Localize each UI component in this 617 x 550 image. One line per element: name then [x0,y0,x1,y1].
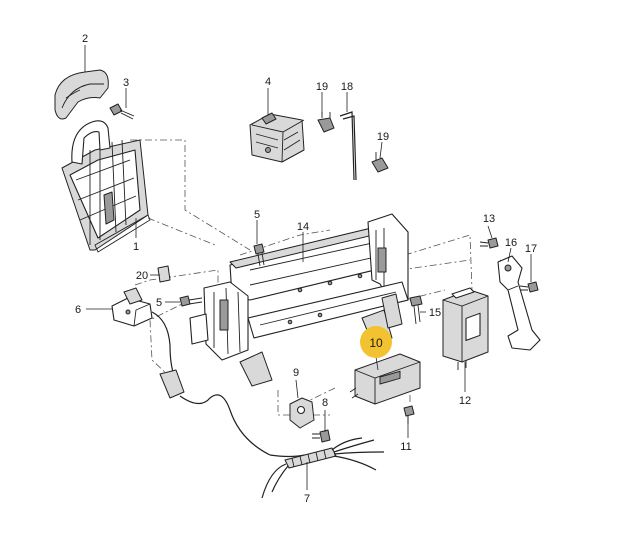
part-10-control-unit [349,353,421,405]
callout-19-lower: 19 [377,131,389,143]
part-9-bracket [289,397,315,429]
part-8-screw [312,429,331,443]
callout-13: 13 [483,213,495,225]
callout-6: 6 [75,304,81,316]
callout-1: 1 [133,241,139,253]
leader-lines [84,45,532,490]
part-18-rod [339,111,357,181]
part-5-bolt-upper [253,243,265,267]
part-16-bracket [497,255,541,351]
part-3-screw [109,103,135,120]
part-12-module [442,287,489,370]
callout-8: 8 [322,397,328,409]
callout-2: 2 [82,33,88,45]
callout-14: 15 [429,307,441,319]
part-19-clip-lower [371,152,389,173]
part-6-sensor [111,287,153,327]
part-15-frame [189,213,409,387]
part-5-bolt-lower [179,295,203,307]
part-13-screw [479,237,499,249]
callout-numbers: 2 3 1 4 19 18 19 5 14 20 5 6 9 8 7 10 11… [75,33,537,505]
callout-17: 17 [525,243,537,255]
callout-9: 9 [293,367,299,379]
part-14-bolt [409,295,423,325]
part-7-harness [261,437,385,499]
callout-19-upper: 19 [316,81,328,93]
part-11-screw [403,405,415,424]
part-6-cable [151,311,271,456]
part-19-clip-upper [317,112,335,133]
part-17-screw [519,281,539,293]
part-1-module [61,120,151,253]
callout-12: 12 [459,395,471,407]
part-20-clip [157,265,171,283]
callout-7: 7 [304,493,310,505]
callout-15: 14 [297,221,309,233]
callout-20: 20 [136,270,148,282]
callout-10-highlight [360,326,392,358]
callout-10: 10 [369,336,383,350]
callout-5-lower: 5 [156,297,162,309]
callout-16: 16 [505,237,517,249]
callout-18: 18 [341,81,353,93]
part-2-cover [54,69,109,120]
callout-5-upper: 5 [254,209,260,221]
callout-11: 11 [400,441,411,453]
part-4-actuator [249,112,305,163]
callout-4: 4 [265,76,271,88]
callout-3: 3 [123,77,129,89]
